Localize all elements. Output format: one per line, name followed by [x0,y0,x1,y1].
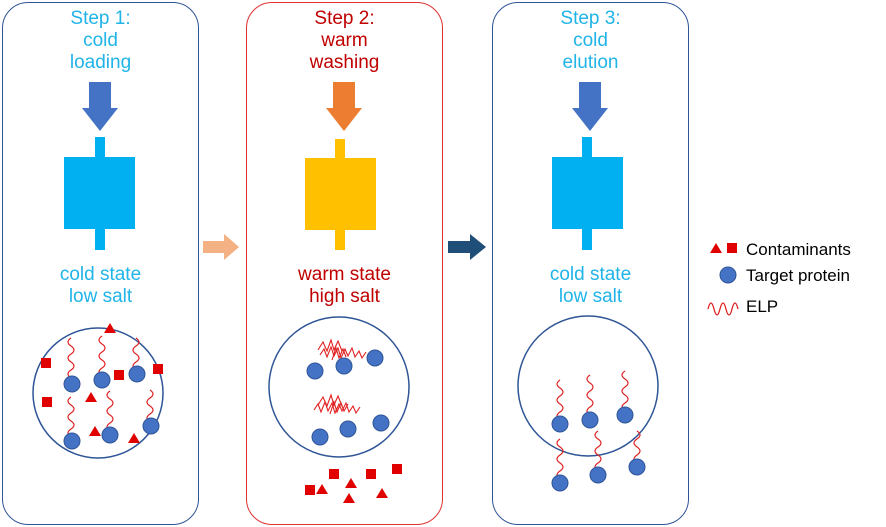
legend-contaminants-label: Contaminants [746,240,851,259]
step3-elp-chains [556,370,641,480]
step1-condition: cold [83,30,118,51]
step2-washed-contaminants [305,464,402,503]
transition-arrow-2 [448,234,486,260]
step2-elp-aggregates [313,338,367,415]
legend-contaminants-icon [710,243,737,253]
step3-action: elution [562,52,619,73]
transition-arrow-1 [203,234,239,260]
step3-down-arrow [572,82,608,131]
step2-bead [268,316,410,458]
step1-bead [32,327,164,459]
step3-salt: low salt [558,286,623,307]
step2-column [305,139,376,250]
legend-target-protein-icon [719,266,737,284]
step3-column [552,137,623,250]
step2-salt: high salt [309,286,380,307]
step3-bead [517,315,659,457]
step1-temp-state: cold state [59,264,142,285]
step2-down-arrow [326,82,362,131]
step1-action: loading [69,52,132,73]
step1-target-proteins [63,365,160,450]
step3-target-proteins [551,406,646,492]
step2-condition: warm [321,30,368,51]
legend-elp-icon [707,302,739,316]
step3-heading: Step 3: cold elution [492,8,689,74]
step3-state: cold state low salt [492,264,689,308]
legend-elp-label: ELP [746,297,779,316]
step1-heading: Step 1: cold loading [2,8,199,74]
step3-title: Step 3: [560,8,621,29]
step1-contaminants [41,323,163,443]
step3-condition: cold [573,30,608,51]
step1-column [64,137,135,250]
legend-target-protein-label: Target protein [746,266,850,285]
step2-heading: Step 2: warm washing [246,8,443,74]
step1-down-arrow [82,82,118,131]
step1-title: Step 1: [70,8,131,29]
step1-elp-chains [67,335,154,438]
step1-salt: low salt [68,286,133,307]
step2-state: warm state high salt [246,264,443,308]
step2-action: washing [309,52,380,73]
step2-title: Step 2: [314,8,375,29]
step1-state: cold state low salt [2,264,199,308]
step2-target-proteins [306,349,390,446]
step3-temp-state: cold state [549,264,632,285]
step2-temp-state: warm state [298,264,391,285]
